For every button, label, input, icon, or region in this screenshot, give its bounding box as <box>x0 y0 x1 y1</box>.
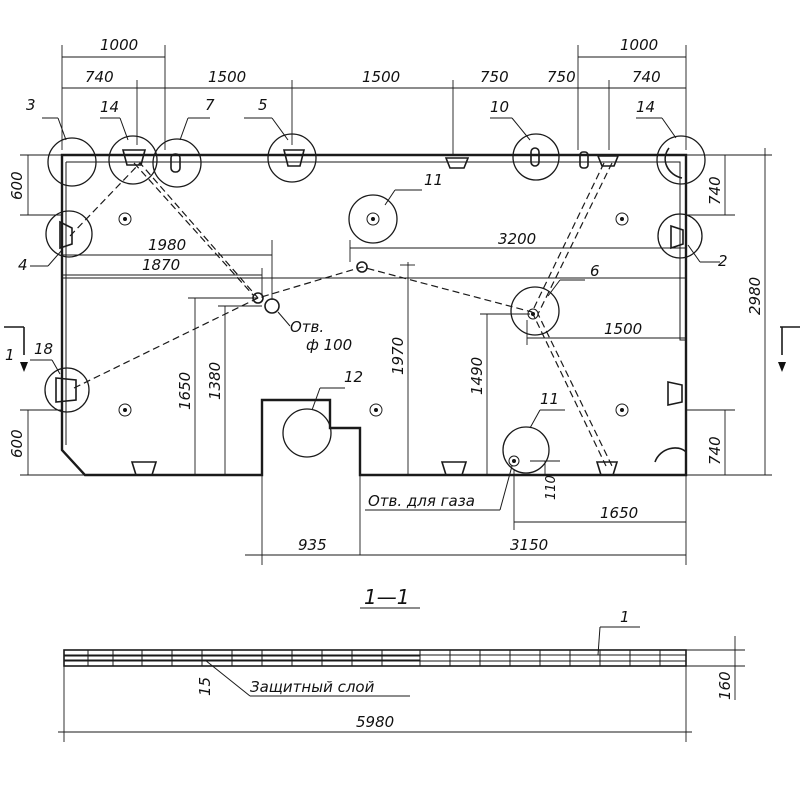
dim-top-1500-b: 1500 <box>362 68 400 86</box>
marker-2 <box>657 213 703 259</box>
dim-1650-vertical: 1650 <box>176 372 194 410</box>
callout-10: 10 <box>490 98 509 116</box>
callout-leaders <box>30 117 720 511</box>
marker-12 <box>282 408 332 458</box>
dim-1980: 1980 <box>148 236 186 254</box>
dim-right-740-bottom: 740 <box>706 436 724 465</box>
dim-3150: 3150 <box>510 536 548 554</box>
top-dimensions <box>61 45 687 155</box>
marker-18 <box>44 367 90 413</box>
dim-top-740-right: 740 <box>632 68 661 86</box>
dim-right-2980: 2980 <box>746 277 764 315</box>
marker-circles <box>44 133 706 474</box>
dim-1380-vertical: 1380 <box>206 362 224 400</box>
dim-1490-vertical: 1490 <box>468 357 486 395</box>
dim-3200: 3200 <box>498 230 536 248</box>
inner-dimensions <box>62 240 686 475</box>
dim-top-740-left: 740 <box>85 68 114 86</box>
section-title: 1—1 <box>364 585 409 609</box>
callout-4: 4 <box>18 256 28 274</box>
callout-6: 6 <box>590 262 600 280</box>
bottom-dimensions <box>245 470 687 565</box>
marker-3 <box>47 137 97 187</box>
callout-14-right: 14 <box>636 98 655 116</box>
callout-12: 12 <box>344 368 363 386</box>
dim-top-1500-a: 1500 <box>208 68 246 86</box>
section-view <box>58 626 745 742</box>
dim-top-1000-right: 1000 <box>620 36 658 54</box>
section-cut-right <box>778 326 800 372</box>
marker-11-top <box>348 194 398 244</box>
hole-label: Отв. <box>290 318 324 336</box>
internal-lines <box>62 277 686 279</box>
section-cut-left <box>4 326 28 372</box>
dashed-rebar <box>69 162 613 467</box>
marker-10 <box>512 133 560 181</box>
marker-11-bottom <box>502 426 550 474</box>
loop-symbols <box>55 147 687 476</box>
marker-4 <box>45 210 93 258</box>
section-callout-1: 1 <box>620 608 630 626</box>
dim-1650-bottom: 1650 <box>600 504 638 522</box>
section-ribs <box>87 650 661 666</box>
callout-3: 3 <box>26 96 36 114</box>
callout-5: 5 <box>258 96 268 114</box>
dim-top-1000-left: 1000 <box>100 36 138 54</box>
hole-diameter: ф 100 <box>306 336 352 354</box>
dim-1500-inner: 1500 <box>604 320 642 338</box>
callout-11-bottom: 11 <box>540 390 559 408</box>
left-dimensions <box>20 154 85 476</box>
dim-left-600-top: 600 <box>8 171 26 200</box>
callout-7: 7 <box>205 96 215 114</box>
dim-top-750-b: 750 <box>547 68 576 86</box>
marker-7 <box>152 138 202 188</box>
section-length: 5980 <box>356 713 394 731</box>
dim-top-750-a: 750 <box>480 68 509 86</box>
dim-935: 935 <box>298 536 327 554</box>
cut-mark-left-label: 1 <box>5 346 15 364</box>
callout-11-top: 11 <box>424 171 443 189</box>
dim-110-vertical: 110 <box>544 475 559 500</box>
callout-2: 2 <box>718 252 728 270</box>
slab-outline <box>60 153 688 477</box>
dim-right-740-top: 740 <box>706 176 724 205</box>
dim-1970-vertical: 1970 <box>389 337 407 375</box>
dim-left-600-bottom: 600 <box>8 429 26 458</box>
gas-hole-label: Отв. для газа <box>368 492 475 510</box>
callout-14-left: 14 <box>100 98 119 116</box>
section-callout-15: 15 <box>196 677 214 696</box>
section-thickness: 160 <box>716 671 734 700</box>
callout-18: 18 <box>34 340 53 358</box>
marker-14-left <box>108 135 158 185</box>
right-dimensions <box>686 148 772 476</box>
dim-1870: 1870 <box>142 256 180 274</box>
marker-6 <box>510 286 560 336</box>
protective-layer-label: Защитный слой <box>250 678 375 696</box>
marker-14-right <box>656 135 706 185</box>
